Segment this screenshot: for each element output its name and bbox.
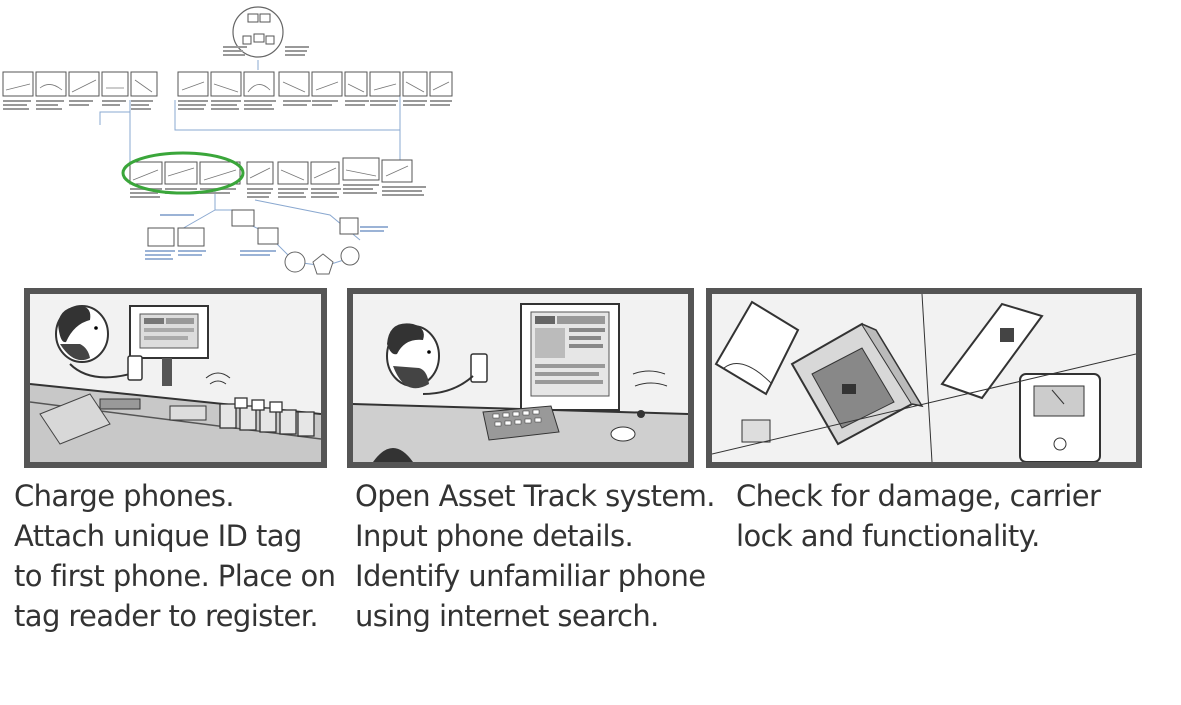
caption-line: tag reader to register. <box>14 596 344 636</box>
caption-check-damage: Check for damage, carrier lock and funct… <box>736 476 1156 556</box>
storyboard-panel-check-damage <box>706 288 1142 468</box>
caption-line: using internet search. <box>355 596 715 636</box>
caption-line: Charge phones. <box>14 476 344 516</box>
caption-line: Check for damage, carrier <box>736 476 1156 516</box>
caption-line: Attach unique ID tag <box>14 516 344 556</box>
caption-asset-track: Open Asset Track system. Input phone det… <box>355 476 715 636</box>
caption-line: to first phone. Place on <box>14 556 344 596</box>
computer-mouse <box>611 427 635 441</box>
storyboard-overview-map <box>0 0 460 280</box>
caption-line: Open Asset Track system. <box>355 476 715 516</box>
phone-in-hand <box>128 356 142 380</box>
sketch-charging-station <box>30 294 321 462</box>
phone-in-hand <box>471 354 487 382</box>
caption-line: Identify unfamiliar phone <box>355 556 715 596</box>
storyboard-panel-asset-track <box>347 288 694 468</box>
caption-charge-phones: Charge phones. Attach unique ID tag to f… <box>14 476 344 636</box>
storyboard-panel-charge-phones <box>24 288 327 468</box>
caption-line: lock and functionality. <box>736 516 1156 556</box>
caption-line: Input phone details. <box>355 516 715 556</box>
sketch-phone-inspection <box>712 294 1136 462</box>
sketch-computer-desk <box>353 294 688 462</box>
